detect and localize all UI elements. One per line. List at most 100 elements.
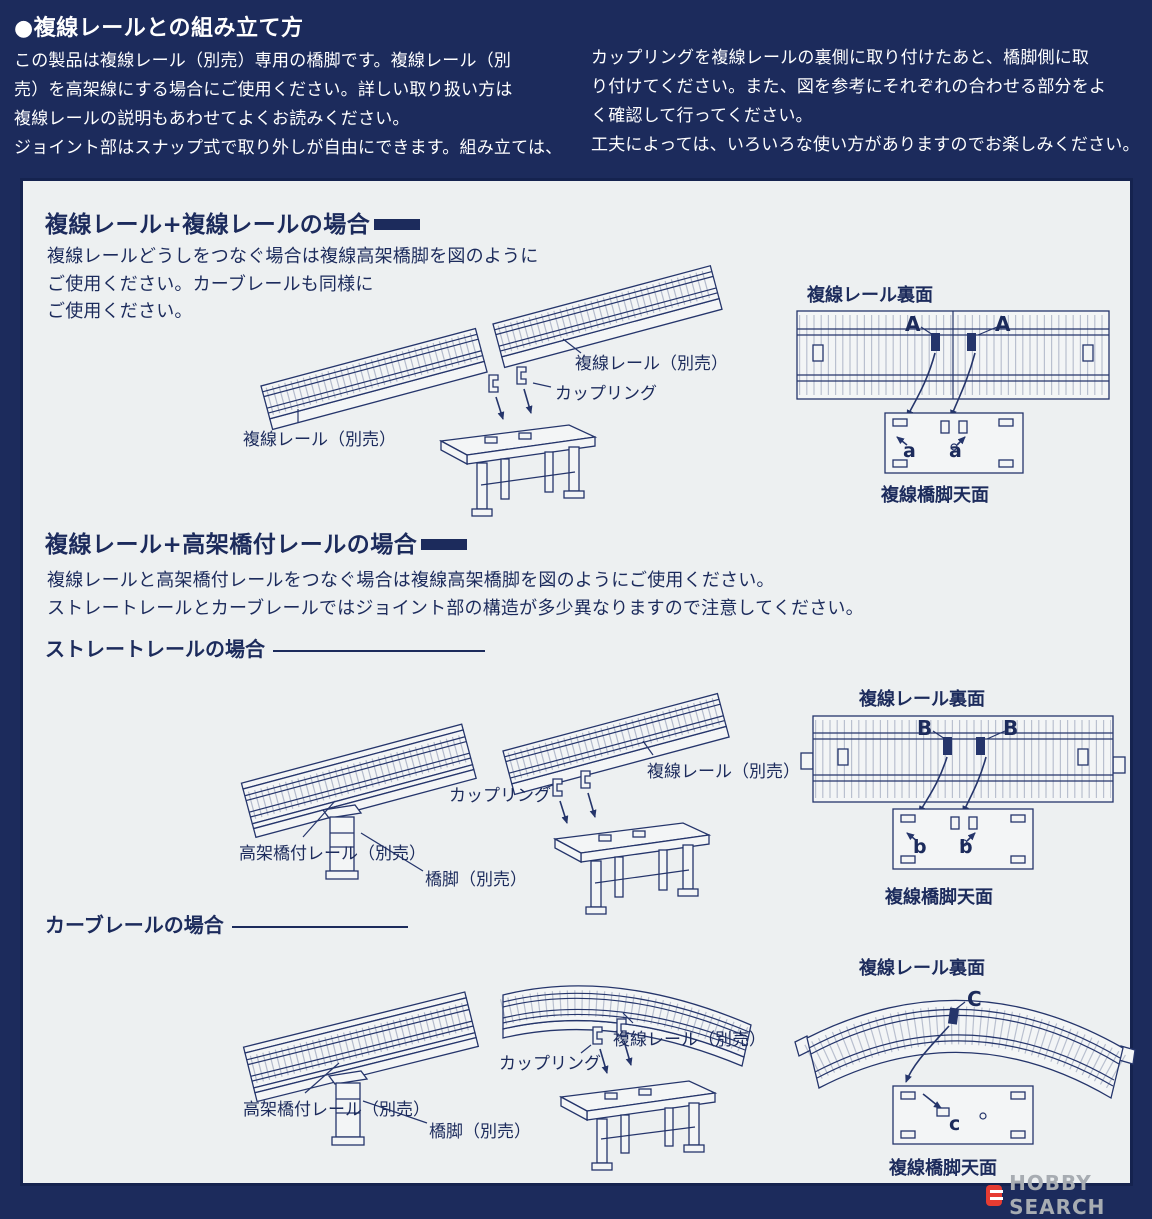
heading-bar (421, 539, 468, 550)
label-rail: 複線レール（別売） (613, 1030, 766, 1050)
label-coupling: カップリング (499, 1054, 601, 1074)
label-coupling: カップリング (555, 384, 657, 404)
mark-a: a (903, 440, 916, 462)
double-track-rail-left (260, 327, 488, 431)
detail-top-title: 複線橋脚天面 (889, 1158, 997, 1179)
rail-underside-view: B B (800, 715, 1126, 803)
coupling-part (616, 1018, 627, 1037)
mark-A: A (905, 312, 921, 336)
leader-line (360, 832, 424, 872)
label-pier: 橋脚（別売） (425, 870, 527, 890)
coupling-part (592, 1026, 603, 1045)
header-text-line: 複線レールの説明もあわせてよくお読みください。 (14, 109, 410, 129)
leader-line (362, 1100, 428, 1124)
header-text-line: 売）を高架線にする場合にご使用ください。詳しい取り扱い方は (14, 80, 513, 100)
mark-b: b (913, 836, 927, 858)
section1-assembly-svg (260, 264, 723, 517)
leader-line (562, 338, 582, 354)
leader-line (532, 382, 552, 388)
double-track-pier (552, 822, 712, 915)
section2-heading-text: 複線レール+高架橋付レールの場合 (45, 532, 418, 558)
leader-line (580, 1044, 592, 1054)
pier-top-view: a a (884, 412, 1024, 474)
mark-A: A (995, 312, 1011, 336)
leader-line (542, 784, 554, 790)
double-track-pier (438, 424, 598, 517)
coupling-mark (947, 1007, 960, 1025)
curved-double-track-rail (499, 985, 753, 1067)
curve-subheading-text: カーブレールの場合 (45, 913, 224, 937)
header-right-column: カップリングを複線レールの裏側に取り付けたあと、橋脚側に取 り付けてください。ま… (591, 44, 1143, 160)
header-text-line: 工夫によっては、いろいろな使い方がありますのでお楽しみください。 (591, 135, 1140, 155)
curve-detail-svg: C c (794, 987, 1136, 1145)
coupling-part (488, 374, 499, 393)
label-rail: 複線レール（別売） (647, 762, 800, 782)
header-text-line: この製品は複線レール（別売）専用の橋脚です。複線レール（別 (14, 51, 512, 71)
insert-arrow (623, 1040, 633, 1066)
section1-detail-svg: A A a a (796, 310, 1110, 474)
section1-detail-diagram: 複線レール裏面 (783, 279, 1128, 539)
mark-a: a (949, 440, 962, 462)
label-viaduct-rail: 高架橋付レール（別売） (243, 1100, 430, 1120)
body-line: 複線レールどうしをつなぐ場合は複線高架橋脚を図のように (47, 246, 539, 267)
hobby-search-logo-icon (986, 1184, 1003, 1206)
coupling-mark (976, 737, 985, 755)
header-text-line: く確認して行ってください。 (591, 106, 813, 126)
label-coupling: カップリング (449, 786, 551, 806)
coupling-part (580, 770, 591, 789)
label-rail-left: 複線レール（別売） (243, 430, 396, 450)
insert-arrow (559, 800, 569, 824)
coupling-mark (943, 737, 952, 755)
label-rail-right: 複線レール（別売） (575, 354, 728, 374)
section2-body: 複線レールと高架橋付レールをつなぐ場合は複線高架橋脚を図のようにご使用ください。… (47, 567, 864, 622)
main-panel: 複線レール+複線レールの場合 複線レールどうしをつなぐ場合は複線高架橋脚を図のよ… (20, 178, 1136, 1186)
section1-heading-text: 複線レール+複線レールの場合 (45, 212, 371, 238)
section1-body: 複線レールどうしをつなぐ場合は複線高架橋脚を図のように ご使用ください。カーブレ… (47, 243, 538, 326)
detail-back-title: 複線レール裏面 (807, 285, 933, 306)
page-title: ●複線レールとの組み立て方 (14, 16, 304, 41)
section1-assembly-diagram: 複線レール（別売） カップリング 複線レール（別売） (203, 253, 763, 553)
body-line: ご使用ください。カーブレールも同様に (47, 273, 374, 295)
header-text-line: ジョイント部はスナップ式で取り外しが自由にできます。組み立ては、 (14, 138, 563, 158)
match-arrow (905, 1025, 950, 1083)
mark-b: b (959, 836, 973, 858)
rail-underside-view: A A (796, 310, 1110, 400)
curved-rail-underside-view: C (794, 987, 1136, 1100)
leader-line (304, 1062, 340, 1094)
double-track-rail (502, 692, 730, 796)
detail-top-title: 複線橋脚天面 (885, 887, 993, 908)
leader-line (622, 1012, 634, 1024)
detail-back-title: 複線レール裏面 (859, 958, 985, 979)
header-left-column: ●複線レールとの組み立て方 この製品は複線レール（別売）専用の橋脚です。複線レー… (14, 10, 579, 163)
label-viaduct-rail: 高架橋付レール（別売） (239, 844, 426, 864)
detail-top-title: 複線橋脚天面 (881, 485, 989, 506)
coupling-part (516, 366, 527, 385)
curve-assembly-diagram: 複線レール（別売） カップリング 高架橋付レール（別売） 橋脚（別売） (203, 933, 783, 1183)
straight-detail-svg: B B b b (800, 715, 1126, 870)
hobby-search-watermark: HOBBY SEARCH (986, 1171, 1152, 1219)
mark-c: c (949, 1113, 960, 1135)
section1-heading: 複線レール+複線レールの場合 (45, 205, 421, 239)
mark-B: B (917, 716, 932, 740)
straight-subheading: ストレートレールの場合 (45, 633, 485, 662)
curve-detail-diagram: 複線レール裏面 C (793, 936, 1138, 1186)
subheading-rule (273, 650, 485, 652)
mark-C: C (967, 987, 982, 1011)
header-text-line: り付けてください。また、図を参考にそれぞれの合わせる部分をよ (591, 77, 1107, 97)
insert-arrow (599, 1048, 609, 1074)
subheading-rule (231, 926, 408, 928)
insert-arrow (495, 396, 505, 420)
leader-line (642, 740, 654, 756)
pier-top-view: c (892, 1085, 1034, 1145)
viaduct-rail (240, 723, 477, 839)
body-line: ご使用ください。 (47, 301, 193, 322)
double-track-rail-right (492, 264, 723, 369)
leader-line (302, 800, 336, 838)
straight-assembly-diagram: 複線レール（別売） カップリング 高架橋付レール（別売） 橋脚（別売） (203, 661, 800, 951)
viaduct-rail (242, 991, 480, 1103)
pier-top-view: b b (892, 808, 1034, 870)
body-line: ストレートレールとカーブレールではジョイント部の構造が多少異なりますので注意して… (47, 597, 864, 619)
single-pier (321, 804, 363, 880)
mark-B: B (1003, 716, 1018, 740)
